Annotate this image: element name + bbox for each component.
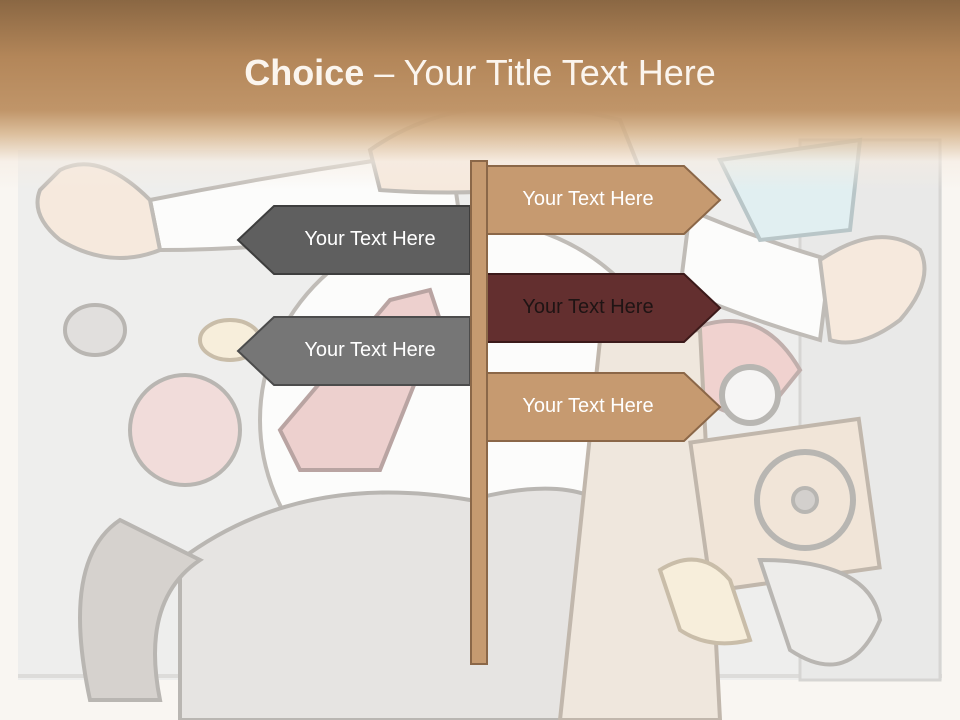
slide-title: Choice – Your Title Text Here: [0, 52, 960, 94]
title-band: [0, 0, 960, 190]
title-rest: – Your Title Text Here: [364, 52, 716, 93]
sign-label-5: Your Text Here: [522, 395, 654, 417]
sign-label-3: Your Text Here: [522, 296, 654, 318]
sign-label-4: Your Text Here: [304, 339, 436, 361]
title-strong: Choice: [244, 52, 365, 93]
sign-label-1: Your Text Here: [522, 188, 654, 210]
sign-post: [470, 160, 488, 665]
sign-label-2: Your Text Here: [304, 228, 436, 250]
